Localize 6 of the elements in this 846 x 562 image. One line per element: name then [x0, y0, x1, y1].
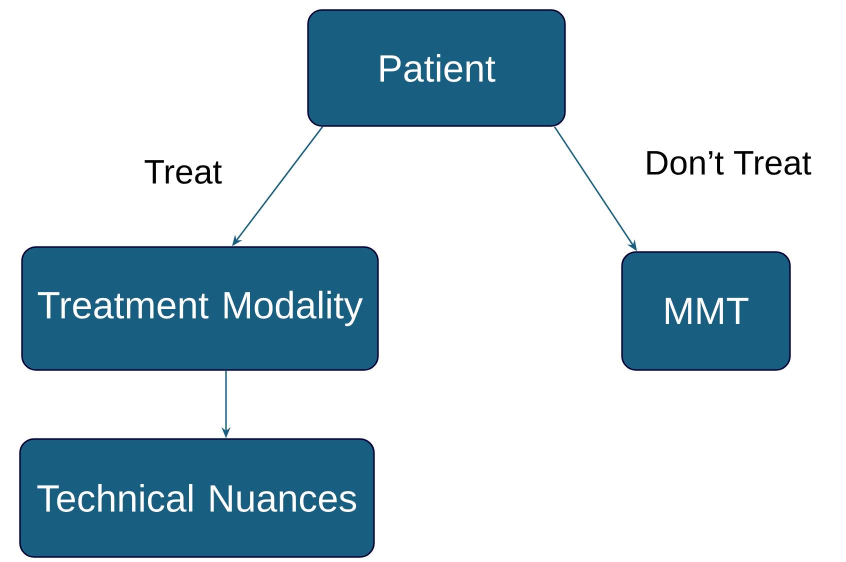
- process-box: Patient: [307, 9, 566, 127]
- process-box: MMT: [621, 251, 791, 371]
- process-box: Treatment Modality: [21, 246, 379, 371]
- edge-label: Don’t Treat: [644, 150, 812, 176]
- process-box: Technical Nuances: [19, 438, 375, 558]
- edge-label: Treat: [142, 159, 224, 185]
